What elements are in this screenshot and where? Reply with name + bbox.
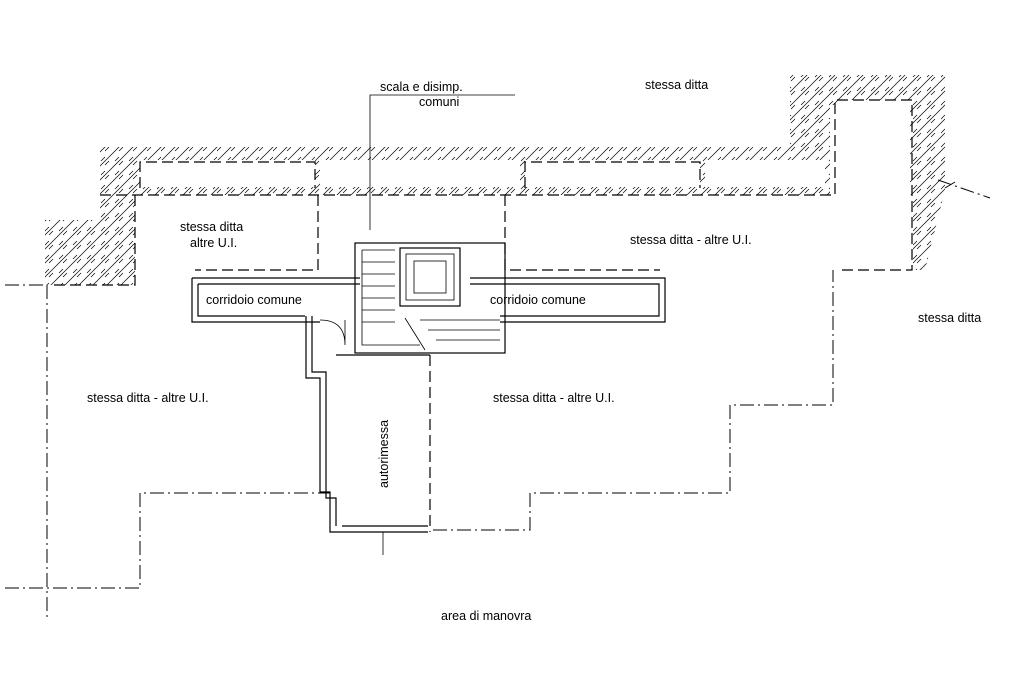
label-corridoio-right: corridoio comune <box>490 293 586 307</box>
property-lines <box>5 179 991 620</box>
label-upper-right: stessa ditta - altre U.I. <box>630 233 752 247</box>
label-upper-left-line2: altre U.I. <box>190 236 237 250</box>
label-upper-left-line1: stessa ditta <box>180 220 243 234</box>
label-lower-left: stessa ditta - altre U.I. <box>87 391 209 405</box>
label-autorimessa: autorimessa <box>377 420 391 488</box>
stair-core <box>354 242 506 354</box>
earth-hatch <box>45 75 945 285</box>
label-stessa-ditta-right: stessa ditta <box>918 311 981 325</box>
label-area-di-manovra: area di manovra <box>441 609 531 623</box>
label-stessa-ditta-top: stessa ditta <box>645 78 708 92</box>
garage <box>305 316 431 555</box>
label-corridoio-left: corridoio comune <box>206 293 302 307</box>
leader-line <box>369 94 515 230</box>
label-scala-line1: scala e disimp. <box>380 80 463 94</box>
label-scala-line2: comuni <box>419 95 459 109</box>
label-lower-right: stessa ditta - altre U.I. <box>493 391 615 405</box>
corridors <box>191 277 666 323</box>
